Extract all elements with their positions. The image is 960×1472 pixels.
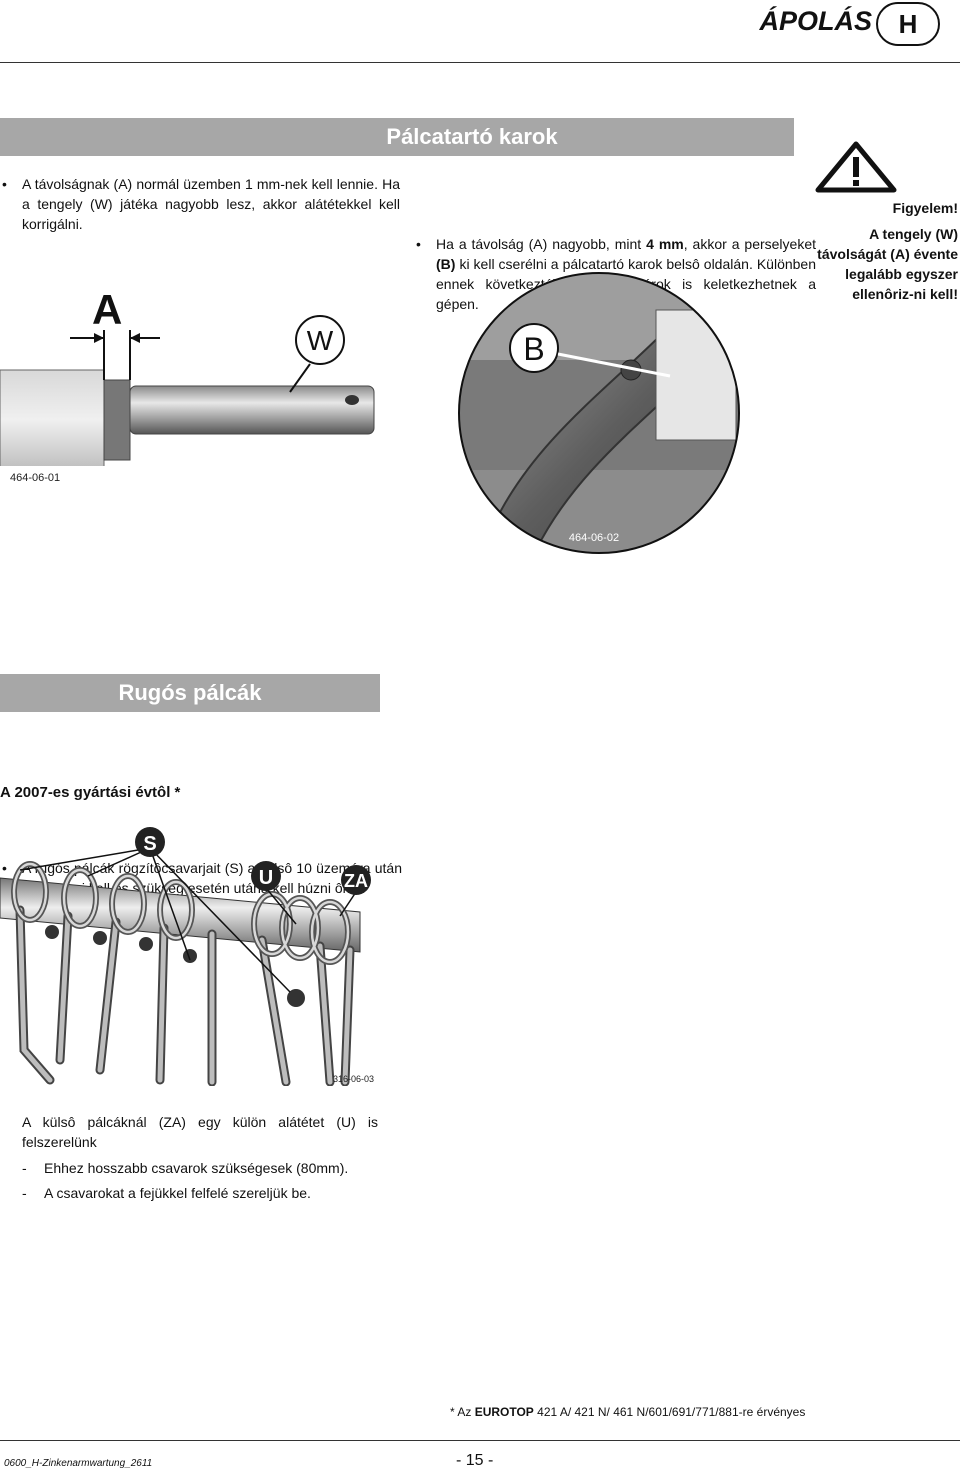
page-title: ÁPOLÁS bbox=[759, 6, 872, 36]
warning-box: Figyelem! A tengely (W) távolságát (A) é… bbox=[812, 198, 958, 304]
label-a: A bbox=[92, 286, 122, 333]
figure-code-464-06-02: 464-06-02 bbox=[569, 532, 619, 544]
figure-code-464-06-01: 464-06-01 bbox=[10, 472, 61, 484]
section-bar-rugos-palcak: Rugós pálcák bbox=[0, 674, 380, 712]
footer-divider bbox=[0, 1440, 960, 1441]
dash-item-longer-bolts: -Ehhez hosszabb csavarok szükségesek (80… bbox=[22, 1160, 349, 1176]
paragraph-outer-tines: A külsô pálcáknál (ZA) egy külön alátéte… bbox=[22, 1114, 378, 1150]
section-title-rugos-palcak: Rugós pálcák bbox=[118, 680, 262, 705]
section-bar-palcatarto: Pálcatartó karok bbox=[0, 118, 794, 156]
warning-title: Figyelem! bbox=[892, 200, 958, 216]
section-title-palcatarto: Pálcatartó karok bbox=[386, 124, 558, 149]
warning-triangle-icon bbox=[815, 141, 897, 193]
footnote-validity: * Az EUROTOP 421 A/ 421 N/ 461 N/601/691… bbox=[450, 1405, 806, 1419]
figure-spring-tines: S U ZA 316-06-03 bbox=[0, 827, 374, 1086]
label-b: B bbox=[523, 331, 544, 367]
label-w: W bbox=[307, 325, 334, 356]
label-u: U bbox=[259, 867, 273, 889]
figure-bushing-detail: B 464-06-02 bbox=[458, 272, 740, 554]
label-s: S bbox=[143, 833, 156, 855]
header-divider bbox=[0, 62, 960, 63]
label-za: ZA bbox=[344, 871, 368, 891]
document-code: 0600_H-Zinkenarmwartung_2611 bbox=[4, 1458, 153, 1469]
subheading-2007: A 2007-es gyártási évtôl * bbox=[0, 784, 181, 801]
figure-code-316-06-03: 316-06-03 bbox=[333, 1074, 374, 1084]
language-badge: H bbox=[876, 2, 940, 46]
paragraph-distance-normal: A távolságnak (A) normál üzemben 1 mm-ne… bbox=[0, 174, 400, 234]
warning-text: A tengely (W) távolságát (A) évente lega… bbox=[817, 226, 958, 302]
figure-shaft-distance: A W bbox=[0, 286, 380, 490]
dash-item-bolt-orientation: -A csavarokat a fejükkel felfelé szerelj… bbox=[22, 1185, 311, 1201]
page-number: - 15 - bbox=[456, 1452, 494, 1469]
